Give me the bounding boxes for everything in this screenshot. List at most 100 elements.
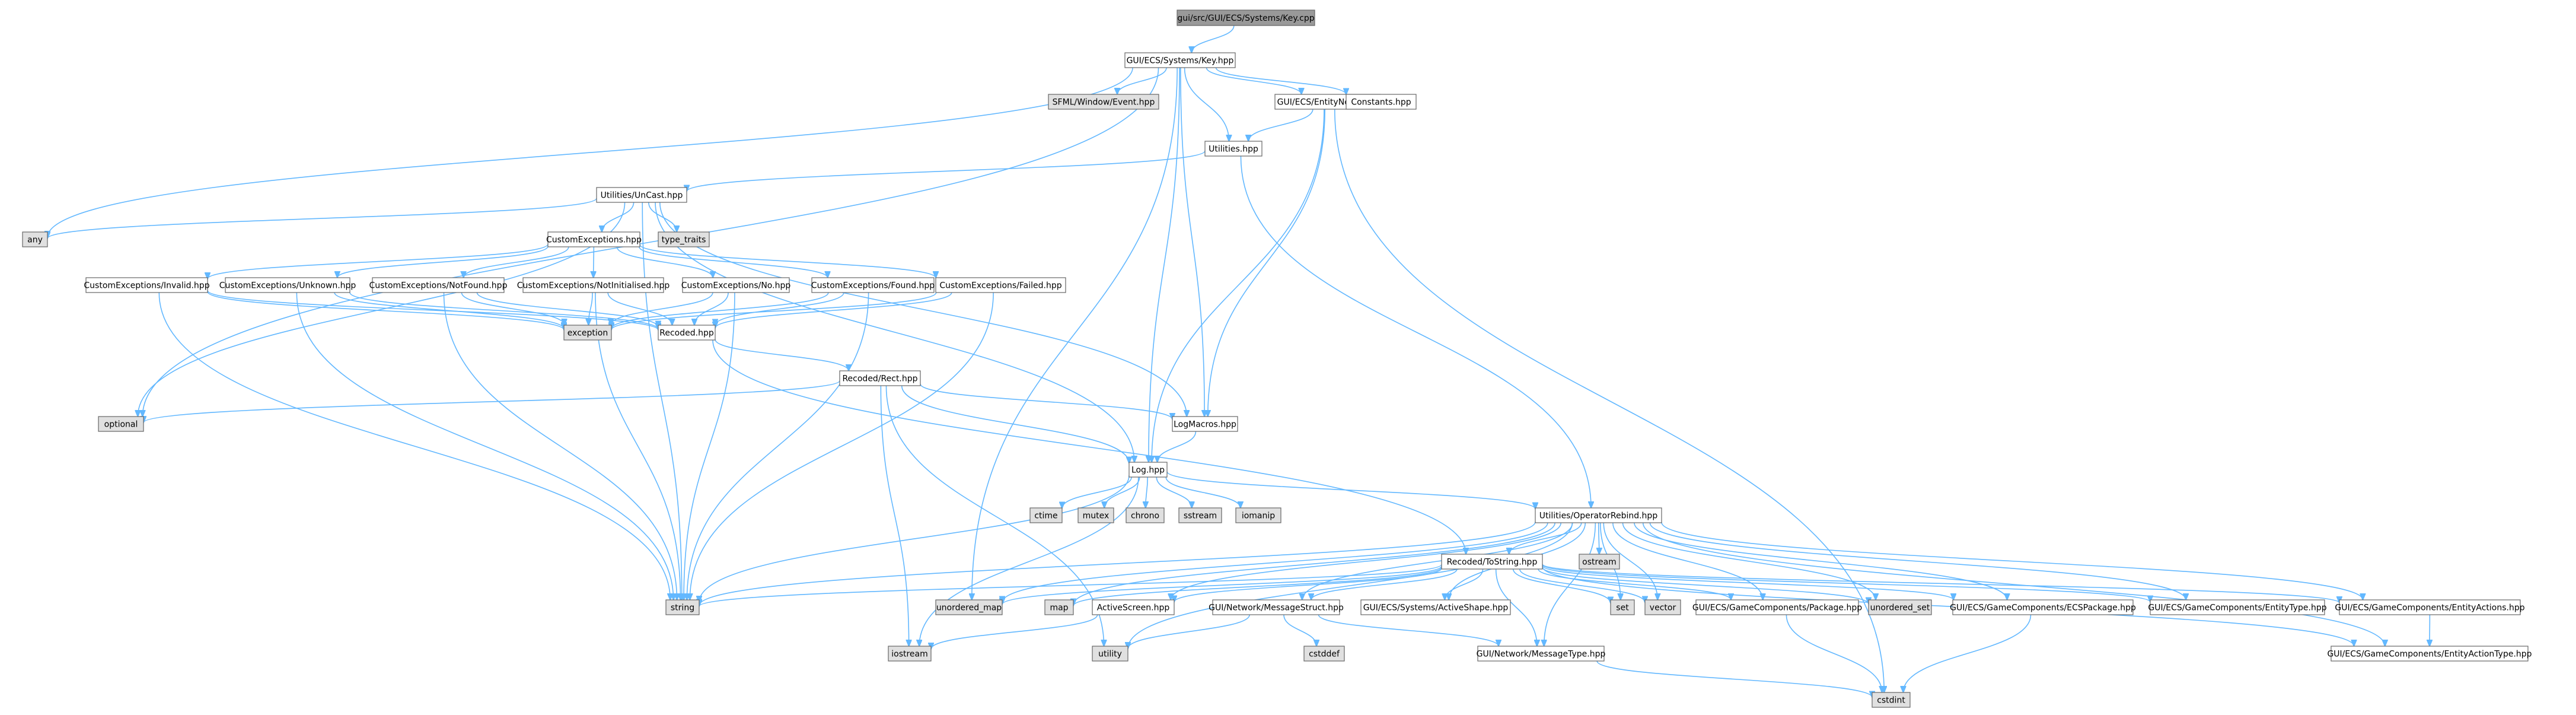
edge-oprebind-to-utility xyxy=(1128,522,1573,649)
edge-tostring-to-msgstruct xyxy=(1311,568,1458,600)
edge-key_hpp-to-unordered_map xyxy=(972,67,1178,600)
node-label: CustomExceptions/Unknown.hpp xyxy=(219,281,356,291)
node-iomanip[interactable]: iomanip xyxy=(1235,507,1281,523)
node-rect[interactable]: Recoded/Rect.hpp xyxy=(839,370,921,386)
node-box xyxy=(1360,599,1511,615)
edge-oprebind-to-activescreen xyxy=(1171,522,1562,600)
node-msgstruct[interactable]: GUI/Network/MessageStruct.hpp xyxy=(1209,599,1344,615)
node-cstdint[interactable]: cstdint xyxy=(1872,692,1911,708)
node-root[interactable]: gui/src/GUI/ECS/Systems/Key.cpp xyxy=(1177,9,1315,26)
edge-uncast-to-cexc xyxy=(602,202,635,232)
node-cfound[interactable]: CustomExceptions/Found.hpp xyxy=(811,277,935,293)
node-label: Utilities/OperatorRebind.hpp xyxy=(1539,511,1658,521)
node-label: CustomExceptions/NotFound.hpp xyxy=(369,281,508,291)
node-cfailed[interactable]: CustomExceptions/Failed.hpp xyxy=(935,277,1066,293)
node-sfml[interactable]: SFML/Window/Event.hpp xyxy=(1048,94,1159,110)
node-box xyxy=(1044,599,1074,615)
node-uncast[interactable]: Utilities/UnCast.hpp xyxy=(596,187,687,203)
node-log[interactable]: Log.hpp xyxy=(1128,462,1168,478)
node-unordered_set[interactable]: unordered_set xyxy=(1868,599,1932,615)
node-cinvalid[interactable]: CustomExceptions/Invalid.hpp xyxy=(84,277,210,293)
node-logmacros[interactable]: LogMacros.hpp xyxy=(1172,416,1238,432)
node-set[interactable]: set xyxy=(1610,599,1635,615)
node-cnotfound[interactable]: CustomExceptions/NotFound.hpp xyxy=(369,277,508,293)
edge-key_hpp-to-entitynode xyxy=(1206,67,1301,94)
edge-key_hpp-to-constants xyxy=(1215,67,1346,94)
node-label: Log.hpp xyxy=(1131,466,1165,475)
node-label: Recoded/ToString.hpp xyxy=(1447,558,1538,567)
node-utility[interactable]: utility xyxy=(1092,646,1128,662)
node-cexc[interactable]: CustomExceptions.hpp xyxy=(546,231,642,247)
node-ostream[interactable]: ostream xyxy=(1579,554,1620,570)
node-constants[interactable]: Constants.hpp xyxy=(1346,94,1417,110)
node-tostring[interactable]: Recoded/ToString.hpp xyxy=(1441,554,1543,570)
node-msgtype[interactable]: GUI/Network/MessageType.hpp xyxy=(1477,646,1606,662)
node-box xyxy=(1579,554,1620,570)
node-ctime[interactable]: ctime xyxy=(1029,507,1063,523)
edge-tostring-to-vector xyxy=(1519,568,1645,602)
node-any[interactable]: any xyxy=(22,231,48,247)
edge-tostring-to-set xyxy=(1512,568,1611,603)
node-recoded[interactable]: Recoded.hpp xyxy=(658,325,716,341)
edge-tostring-to-string xyxy=(699,564,1442,606)
node-activescreen[interactable]: ActiveScreen.hpp xyxy=(1092,599,1175,615)
edge-oprebind-to-entitytype xyxy=(1649,522,2186,600)
node-sstream_l[interactable]: sstream xyxy=(1178,507,1222,523)
edge-entitynode-to-logmacros xyxy=(1208,109,1326,417)
node-entitytype[interactable]: GUI/ECS/GameComponents/EntityType.hpp xyxy=(2148,599,2327,615)
node-oprebind[interactable]: Utilities/OperatorRebind.hpp xyxy=(1535,507,1662,523)
node-mutex[interactable]: mutex xyxy=(1077,507,1114,523)
node-iostream[interactable]: iostream xyxy=(888,646,932,662)
node-cstddef[interactable]: cstddef xyxy=(1303,646,1345,662)
node-exception[interactable]: exception xyxy=(563,325,612,341)
node-key_hpp[interactable]: GUI/ECS/Systems/Key.hpp xyxy=(1124,52,1236,68)
node-cunknown[interactable]: CustomExceptions/Unknown.hpp xyxy=(219,277,356,293)
edge-cfound-to-recoded xyxy=(715,292,844,325)
node-box xyxy=(1952,599,2134,615)
node-entityactiontype[interactable]: GUI/ECS/GameComponents/EntityActionType.… xyxy=(2327,646,2532,662)
edge-key_hpp-to-any xyxy=(47,67,1133,237)
node-package[interactable]: GUI/ECS/GameComponents/Package.hpp xyxy=(1692,599,1862,615)
edge-entitynode-to-utilities xyxy=(1248,109,1313,141)
node-box xyxy=(547,231,640,247)
node-vector[interactable]: vector xyxy=(1644,599,1681,615)
edge-msgstruct-to-utility xyxy=(1128,614,1250,649)
node-box xyxy=(1178,507,1222,523)
node-box xyxy=(811,277,935,293)
node-activeshape[interactable]: GUI/ECS/Systems/ActiveShape.hpp xyxy=(1360,599,1511,615)
node-optional[interactable]: optional xyxy=(98,416,144,432)
edge-key_hpp-to-logmacros xyxy=(1180,67,1204,417)
node-box xyxy=(1029,507,1063,523)
node-label: iomanip xyxy=(1242,511,1275,521)
node-label: sstream xyxy=(1184,511,1217,521)
edge-tostring-to-ecspackage xyxy=(1542,565,1953,600)
edge-tostring-to-unordered_set xyxy=(1542,567,1869,604)
node-string[interactable]: string xyxy=(665,599,700,615)
node-label: GUI/Network/MessageStruct.hpp xyxy=(1209,603,1344,613)
node-map[interactable]: map xyxy=(1044,599,1074,615)
edge-cexc-to-cfound xyxy=(639,246,828,278)
node-chrono[interactable]: chrono xyxy=(1126,507,1165,523)
node-unordered_map[interactable]: unordered_map xyxy=(935,599,1003,615)
node-cno[interactable]: CustomExceptions/No.hpp xyxy=(681,277,791,293)
edge-oprebind-to-vector xyxy=(1603,522,1657,600)
node-box xyxy=(98,416,144,432)
node-cnotinit[interactable]: CustomExceptions/NotInitialised.hpp xyxy=(517,277,670,293)
edge-log-to-ctime xyxy=(1062,476,1132,508)
node-label: GUI/ECS/Systems/Key.hpp xyxy=(1127,56,1234,66)
edge-uncast-to-log xyxy=(655,202,1134,462)
node-type_traits[interactable]: type_traits xyxy=(658,231,710,247)
node-label: iostream xyxy=(891,650,928,659)
edge-rect-to-logmacros xyxy=(920,383,1172,420)
node-ecspackage[interactable]: GUI/ECS/GameComponents/ECSPackage.hpp xyxy=(1950,599,2136,615)
node-box xyxy=(1128,462,1168,478)
edge-oprebind-to-msgstruct xyxy=(1302,522,1573,600)
edge-cfailed-to-exception xyxy=(611,292,937,330)
node-box xyxy=(1535,507,1662,523)
node-label: unordered_set xyxy=(1870,603,1930,613)
edge-cunknown-to-recoded xyxy=(349,292,658,329)
node-entityactions[interactable]: GUI/ECS/GameComponents/EntityActions.hpp xyxy=(2335,599,2525,615)
node-utilities[interactable]: Utilities.hpp xyxy=(1204,141,1263,157)
edge-cnotfound-to-exception xyxy=(461,292,564,325)
edge-cexc-to-cunknown xyxy=(337,246,549,278)
